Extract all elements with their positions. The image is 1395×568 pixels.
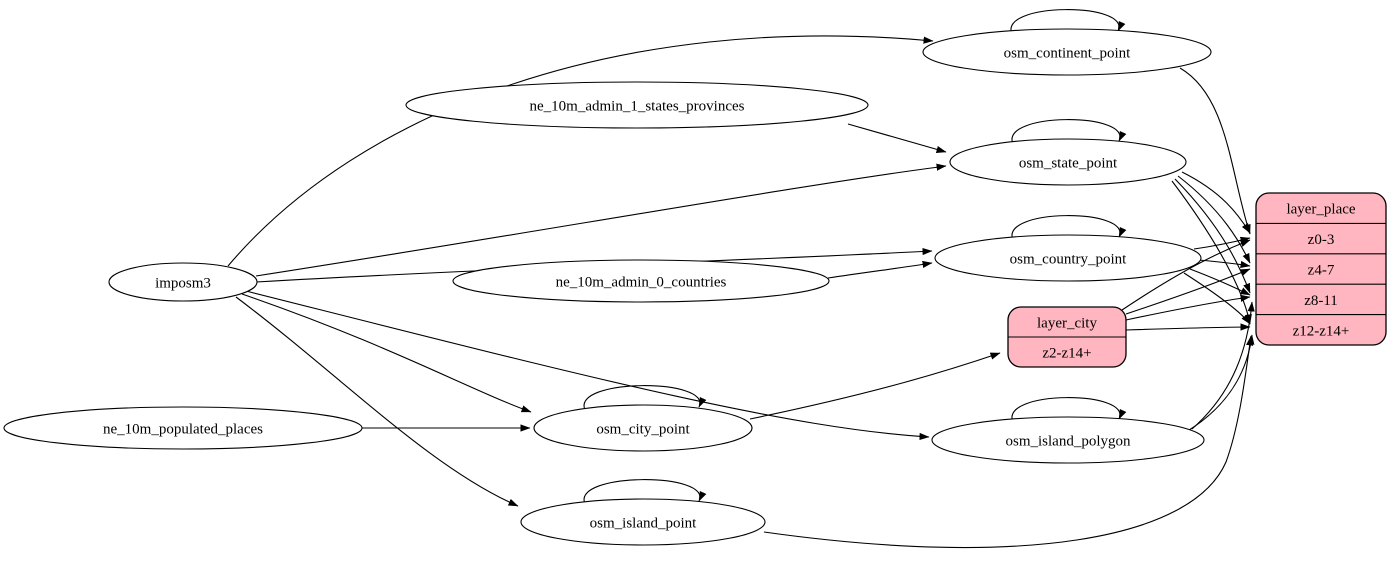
layer-node-title-layer_city: layer_city: [1037, 316, 1097, 332]
edge-osm_state_point-to-layer_place-z8-11: [1174, 178, 1251, 294]
table-node-osm_island_point: [520, 498, 766, 546]
table-node-label-ne_10m_admin_1_states_provinces: ne_10m_admin_1_states_provinces: [530, 99, 745, 115]
layer-node-title-layer_place: layer_place: [1286, 202, 1355, 218]
edges-layer: [227, 9, 1255, 549]
self-loop-edge-osm_island_point: [583, 479, 707, 505]
edge-osm_country_point-to-layer_place-z0-3: [1193, 236, 1251, 250]
table-node-ne_10m_admin_0_countries: [452, 259, 830, 303]
edge-imposm3-to-osm_island_point: [235, 296, 519, 507]
edge-osm_city_point-to-layer_city-z2-z14+: [749, 352, 1001, 420]
table-node-label-osm_island_polygon: osm_island_polygon: [1005, 434, 1131, 450]
edge-osm_state_point-to-layer_place-z0-3: [1181, 171, 1251, 234]
self-loop-edge-osm_country_point: [1011, 215, 1127, 241]
edge-osm_state_point-to-layer_place-z4-7: [1177, 175, 1251, 264]
edge-imposm3-to-osm_state_point: [255, 163, 947, 277]
table-node-ne_10m_populated_places: [3, 406, 363, 450]
layer-node-layer_place: [1255, 192, 1387, 346]
nodes-layer: imposm3 ne_10m_admin_1_states_provincesne…: [3, 28, 1387, 546]
edge-layer_city-to-layer_place-z8-11: [1125, 294, 1251, 321]
table-node-label-osm_state_point: osm_state_point: [1019, 156, 1118, 172]
table-node-osm_city_point: [533, 404, 753, 452]
edge-osm_country_point-to-layer_place-z8-11: [1189, 268, 1251, 296]
edge-layer_city-to-layer_place-z4-7: [1125, 268, 1251, 315]
table-node-ne_10m_admin_1_states_provinces: [405, 81, 869, 129]
table-node-label-imposm3: imposm3: [155, 276, 211, 292]
edge-ne_10m_admin_1_states_provinces-to-osm_state_point: [847, 123, 947, 153]
table-node-label-osm_city_point: osm_city_point: [596, 422, 690, 438]
table-node-osm_island_polygon: [931, 416, 1205, 464]
table-node-imposm3: [108, 262, 258, 302]
edge-layer_city-to-layer_place-z12-z14+: [1125, 323, 1251, 331]
layer-node-layer_place-row-z8-11: z8-11: [1304, 293, 1338, 309]
table-node-label-ne_10m_populated_places: ne_10m_populated_places: [103, 422, 263, 438]
table-node-label-osm_country_point: osm_country_point: [1010, 252, 1127, 268]
edge-imposm3-to-osm_continent_point: [227, 35, 934, 267]
self-loop-edge-osm_city_point: [583, 385, 707, 411]
edge-layer_city-to-layer_place-z0-3: [1121, 239, 1251, 311]
edge-osm_island_polygon-to-layer_place-z8-11: [1191, 301, 1255, 430]
table-node-label-ne_10m_admin_0_countries: ne_10m_admin_0_countries: [556, 275, 727, 291]
table-node-osm_state_point: [949, 138, 1187, 186]
table-node-label-osm_continent_point: osm_continent_point: [1004, 46, 1131, 62]
layer-node-layer_place-row-z0-3: z0-3: [1308, 232, 1335, 248]
edge-imposm3-to-osm_city_point: [241, 293, 532, 413]
edge-osm_island_point-to-layer_place-z12-z14+: [763, 335, 1254, 549]
layer-node-layer_place-row-z12-z14+: z12-z14+: [1293, 323, 1350, 339]
edge-osm_country_point-to-layer_place-z12-z14+: [1183, 272, 1251, 325]
self-loop-edge-osm_state_point: [1011, 119, 1127, 145]
self-loop-edge-osm_continent_point: [1010, 9, 1126, 35]
edge-osm_island_polygon-to-layer_place-z12-z14+: [1185, 334, 1255, 433]
layer-node-layer_place-row-z4-7: z4-7: [1308, 263, 1335, 279]
table-node-osm_country_point: [934, 234, 1202, 282]
edge-osm_continent_point-to-layer_place-z0-3: [1179, 67, 1251, 235]
edge-ne_10m_admin_0_countries-to-osm_country_point: [827, 260, 933, 279]
self-loop-edge-osm_island_polygon: [1011, 397, 1127, 423]
edge-imposm3-to-osm_island_polygon: [245, 290, 930, 441]
edge-osm_country_point-to-layer_place-z4-7: [1197, 259, 1251, 268]
table-node-label-osm_island_point: osm_island_point: [590, 516, 698, 532]
layer-node-layer_city-row-z2-z14+: z2-z14+: [1042, 346, 1091, 362]
table-node-osm_continent_point: [922, 28, 1212, 76]
